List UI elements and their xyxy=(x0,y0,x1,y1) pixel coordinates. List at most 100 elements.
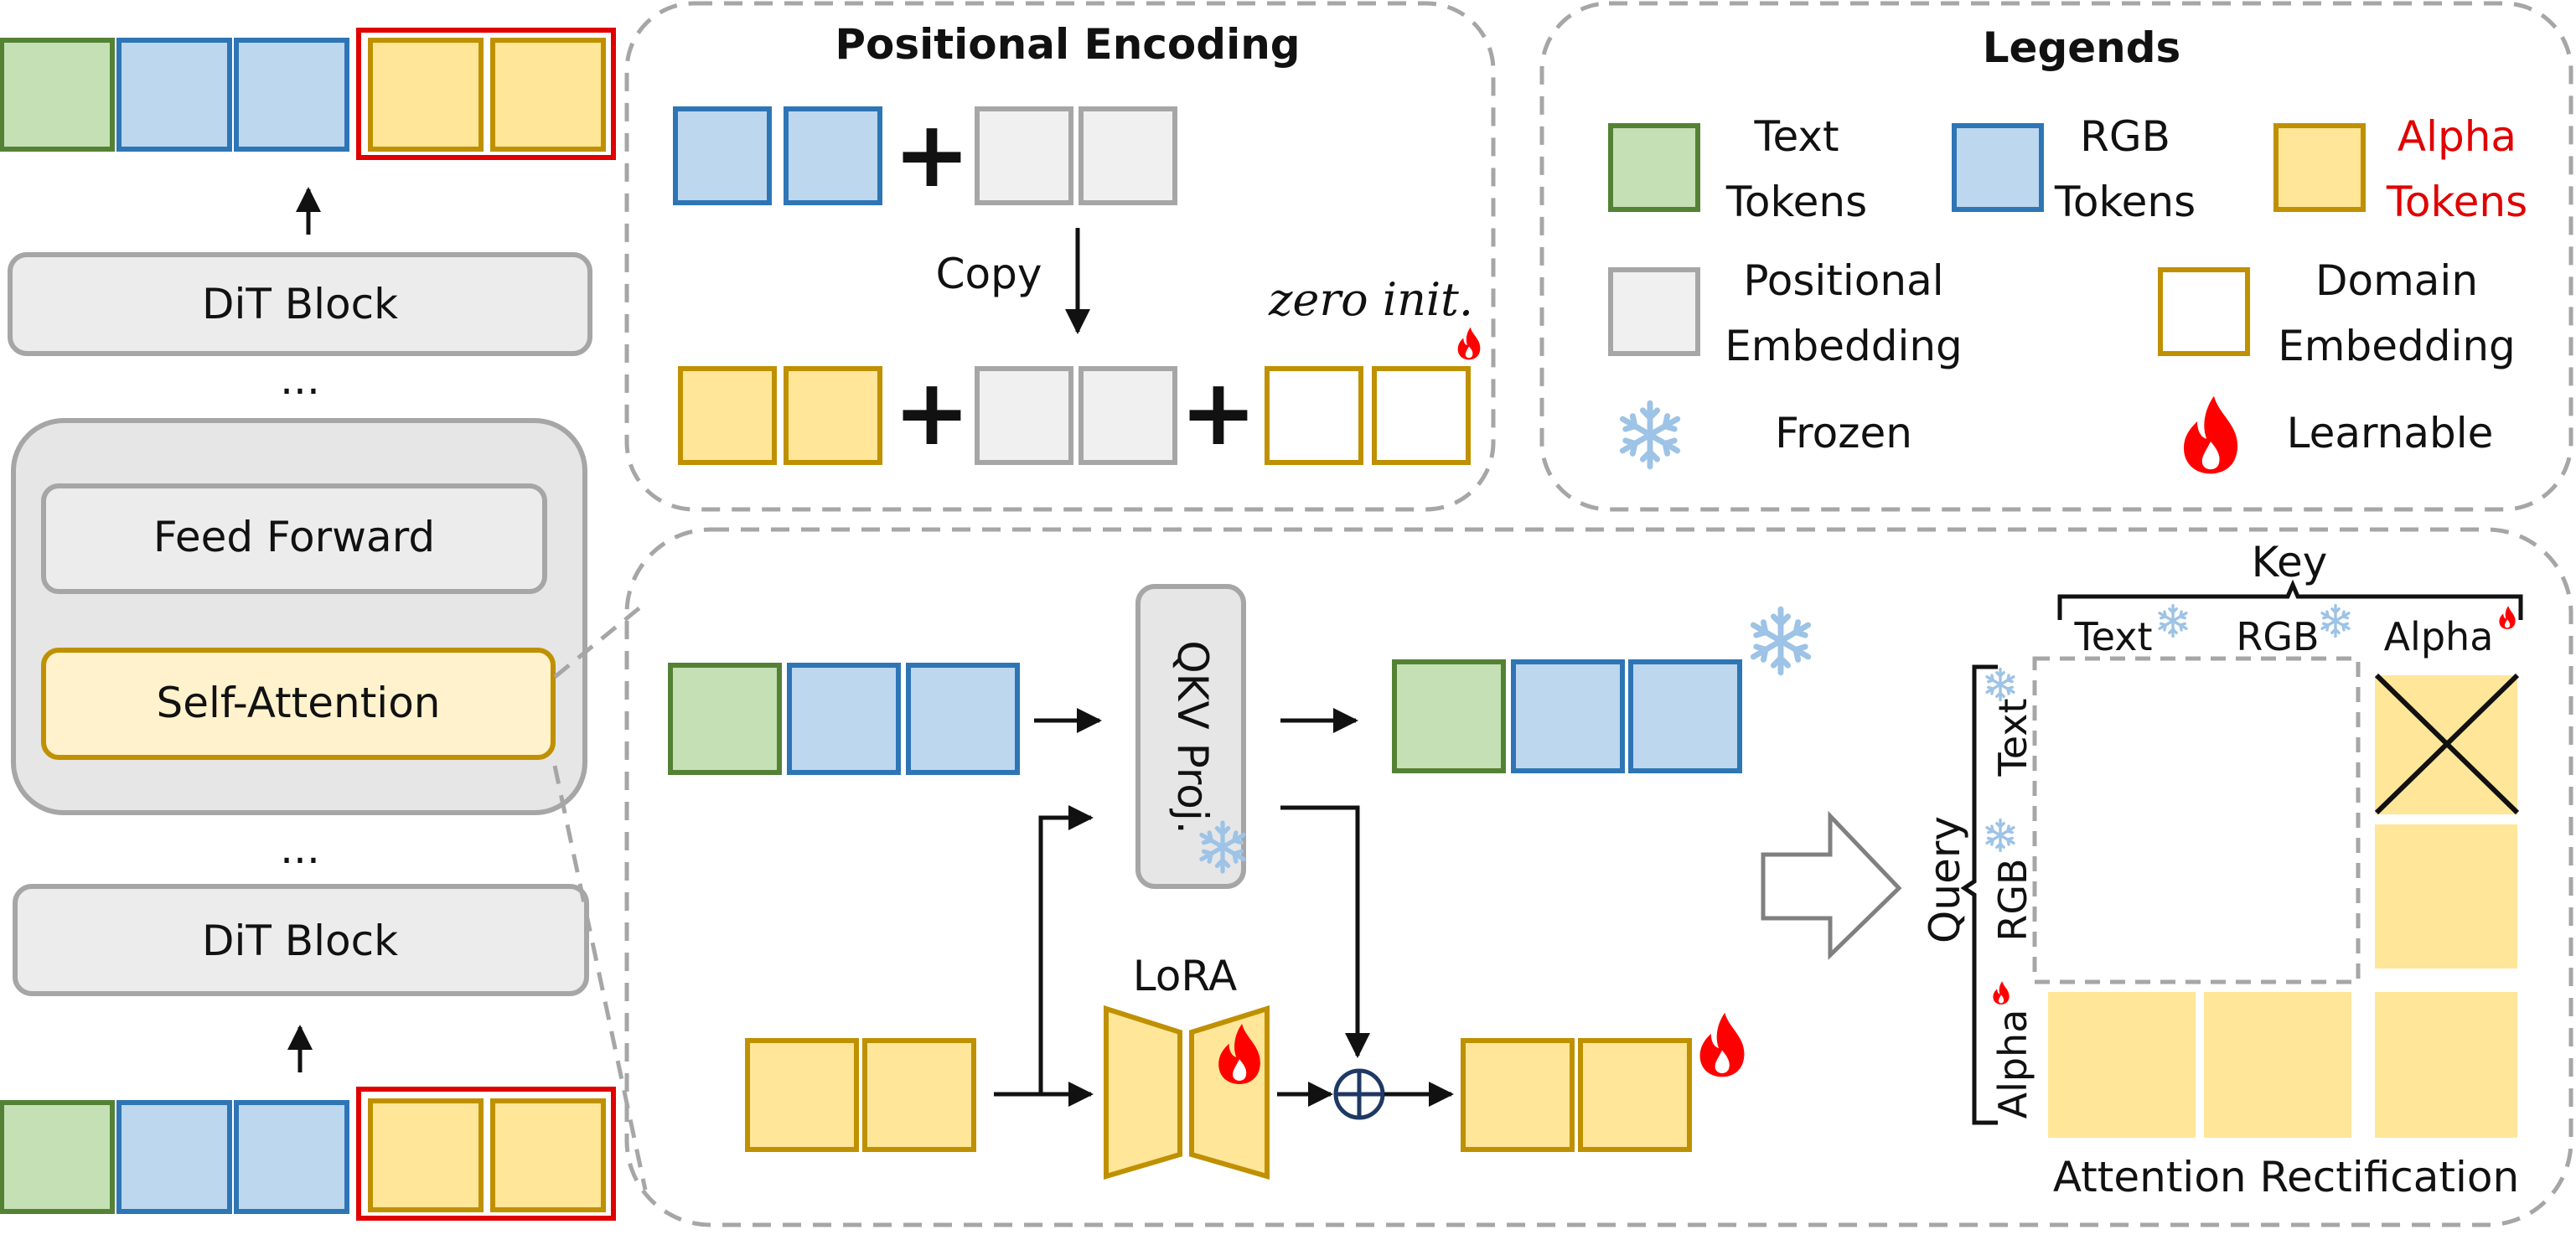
qkv-proj-label: QKV Proj. xyxy=(1168,640,1217,834)
flame-icon xyxy=(2184,395,2238,474)
frozen-attention-region xyxy=(2032,656,2361,984)
ellipsis-bottom: ... xyxy=(280,824,320,873)
attention-rectification-caption: Attention Rectification xyxy=(2053,1153,2519,1201)
legend-text-label: Tokens xyxy=(1725,178,1867,226)
key-label: Key xyxy=(2252,538,2328,586)
self-attention-label: Self-Attention xyxy=(157,679,441,727)
output-snowflake-icon xyxy=(1753,609,1808,673)
output-flame-icon xyxy=(1699,1012,1745,1077)
pe-rgb-token xyxy=(784,106,882,205)
query-alpha-flame-icon xyxy=(1993,981,2010,1005)
attn-out-alpha-token xyxy=(1461,1038,1575,1152)
query-rgb-label: RGB xyxy=(1990,858,2035,941)
top-alpha-token xyxy=(490,38,606,152)
plus-sign: + xyxy=(893,359,970,466)
legend-panel xyxy=(1539,1,2573,512)
mask-cross xyxy=(2374,673,2520,815)
bottom-rgb-token xyxy=(234,1100,349,1214)
pe-pos-embedding xyxy=(975,366,1073,465)
qkv-proj-box xyxy=(1135,584,1246,889)
pe-alpha-token xyxy=(678,366,777,465)
snowflake-icon xyxy=(1622,403,1677,467)
qkv-to-sum-line xyxy=(1280,805,1370,1058)
legend-domain-label: Domain xyxy=(2315,256,2478,305)
query-text-label: Text xyxy=(1990,698,2035,777)
plus-sign: + xyxy=(1180,359,1257,466)
alpha-to-qkv-line xyxy=(1038,805,1094,1094)
attn-in-alpha-token xyxy=(745,1038,859,1152)
dit-block-bottom xyxy=(13,884,589,996)
key-text-label: Text xyxy=(2073,614,2152,659)
bottom-rgb-token xyxy=(116,1100,232,1214)
positional-encoding-panel xyxy=(624,1,1496,512)
legend-domain-label: Embedding xyxy=(2278,322,2516,370)
attn-out-rgb-token xyxy=(1511,659,1625,773)
legend-pos-swatch xyxy=(1608,267,1700,356)
lora-down-projection xyxy=(1104,1005,1182,1180)
alpha-rgb-cell xyxy=(2375,824,2517,969)
feed-forward-box xyxy=(41,483,547,594)
zoom-connector xyxy=(553,602,647,679)
alpha-alpha-cell xyxy=(2375,992,2517,1138)
self-attention-box xyxy=(41,648,556,760)
copy-label: Copy xyxy=(936,250,1042,298)
pe-alpha-token xyxy=(784,366,882,465)
alpha-row-text-cell xyxy=(2048,992,2196,1138)
alpha-row-rgb-cell xyxy=(2204,992,2351,1138)
attn-in-rgb-token xyxy=(787,663,901,775)
attn-out-rgb-token xyxy=(1628,659,1742,773)
attention-panel xyxy=(624,527,2573,1227)
key-alpha-flame-icon xyxy=(2499,606,2516,629)
key-rgb-label: RGB xyxy=(2236,614,2319,659)
legend-learnable-label: Learnable xyxy=(2287,409,2494,457)
lora-label: LoRA xyxy=(1133,952,1238,1000)
key-alpha-label: Alpha xyxy=(2384,614,2494,659)
zoom-connector xyxy=(552,765,648,1191)
dit-block-top xyxy=(8,252,592,356)
pe-pos-embedding xyxy=(1079,366,1177,465)
zero-init-label: zero init. xyxy=(1268,273,1473,326)
legend-domain-swatch xyxy=(2158,267,2250,356)
query-alpha-label: Alpha xyxy=(1990,1010,2035,1119)
positional-encoding-title: Positional Encoding xyxy=(835,20,1300,69)
top-text-token xyxy=(0,38,115,152)
attn-in-alpha-token xyxy=(862,1038,976,1152)
legend-alpha-label: Tokens xyxy=(2386,178,2527,226)
key-rgb-snowflake-icon xyxy=(2320,603,2351,638)
attn-out-text-token xyxy=(1392,659,1506,773)
attn-out-alpha-token xyxy=(1578,1038,1692,1152)
legend-text-label: Text xyxy=(1753,112,1839,161)
legend-text-swatch xyxy=(1608,123,1700,212)
legend-rgb-label: Tokens xyxy=(2054,178,2196,226)
bottom-alpha-token xyxy=(368,1098,484,1212)
rectification-arrow xyxy=(1761,810,1902,960)
top-alpha-highlight xyxy=(356,28,616,160)
legend-alpha-label: Alpha xyxy=(2398,112,2517,161)
query-rgb-snowflake-icon xyxy=(1985,818,2015,853)
feed-forward-label: Feed Forward xyxy=(153,513,435,561)
legend-pos-label: Positional xyxy=(1743,256,1943,305)
query-brace xyxy=(1960,664,1998,1125)
dit-block-bottom-label: DiT Block xyxy=(202,917,398,965)
bottom-alpha-highlight xyxy=(356,1087,616,1221)
legend-title: Legends xyxy=(1983,23,2181,72)
ellipsis-top: ... xyxy=(280,355,320,404)
dit-block-top-label: DiT Block xyxy=(202,280,398,328)
pe-domain-embedding xyxy=(1372,366,1471,465)
legend-rgb-label: RGB xyxy=(2080,112,2170,161)
plus-sign: + xyxy=(893,101,970,208)
bottom-alpha-token xyxy=(490,1098,606,1212)
legend-rgb-swatch xyxy=(1952,123,2044,212)
legend-frozen-label: Frozen xyxy=(1775,409,1912,457)
legend-pos-label: Embedding xyxy=(1725,322,1963,370)
attn-in-text-token xyxy=(668,663,782,775)
pe-domain-embedding xyxy=(1265,366,1363,465)
zero-init-flame-icon xyxy=(1457,327,1481,360)
query-label: Query xyxy=(1921,816,1969,943)
pe-pos-embedding xyxy=(1079,106,1177,205)
attn-in-rgb-token xyxy=(906,663,1020,775)
lora-up-projection xyxy=(1189,1005,1270,1180)
top-rgb-token xyxy=(234,38,349,152)
pe-rgb-token xyxy=(673,106,772,205)
